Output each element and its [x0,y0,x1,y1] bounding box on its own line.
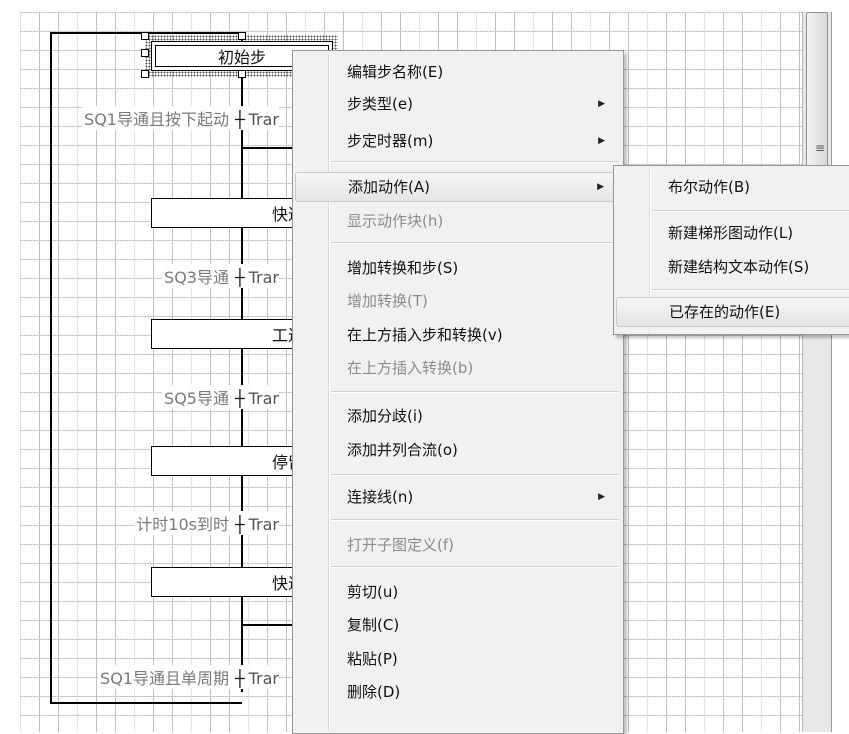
menu-item-paste[interactable]: 粘贴(P) [347,650,398,668]
add-action-submenu: 布尔动作(B) 新建梯形图动作(L) 新建结构文本动作(S) 已存在的动作(E) [613,165,849,335]
menu-item-insert-step-and-transition-above[interactable]: 在上方插入步和转换(v) [347,326,503,344]
menu-separator [331,391,619,393]
submenu-arrow-icon: ▶ [598,492,605,502]
menu-item-cut[interactable]: 剪切(u) [347,583,399,601]
transition-condition: SQ5导通 [164,389,229,408]
grip-lines-icon: ≡ [815,141,826,155]
submenu-arrow-icon: ▶ [597,182,604,192]
menu-separator [652,289,849,291]
menu-separator [331,161,619,163]
menu-item-connection-line[interactable]: 连接线(n)▶ [295,482,621,512]
transition-name: Trar [248,268,279,287]
resize-handle[interactable] [141,70,149,78]
resize-handle[interactable] [238,32,246,40]
branch-wire [241,624,301,626]
sfc-main-wire [241,32,243,692]
menu-item-add-parallel-convergence[interactable]: 添加并列合流(o) [347,441,458,459]
menu-item-step-timer[interactable]: 步定时器(m)▶ [295,126,621,156]
menu-item-insert-transition-above[interactable]: 在上方插入转换(b) [347,359,474,377]
menu-item-edit-step-name[interactable]: 编辑步名称(E) [347,63,444,81]
loop-back-wire-vertical [50,32,52,703]
menu-separator [331,566,619,568]
menu-item-add-transition[interactable]: 增加转换(T) [347,292,428,310]
branch-wire [241,147,301,149]
menu-separator [331,242,619,244]
menu-item-add-divergence[interactable]: 添加分歧(i) [347,407,423,425]
transition-name: Trar [248,389,279,408]
menu-item-step-type[interactable]: 步类型(e)▶ [295,89,621,119]
submenu-item-existing-action[interactable]: 已存在的动作(E) [616,297,849,327]
transition[interactable]: 计时10s到时┼Trar [134,511,279,535]
resize-handle[interactable] [141,49,149,57]
submenu-item-new-ladder-action[interactable]: 新建梯形图动作(L) [668,224,794,242]
transition[interactable]: SQ1导通且按下起动┼Trar [82,106,279,130]
menu-item-copy[interactable]: 复制(C) [347,616,400,634]
transition-condition: 计时10s到时 [136,515,229,534]
menu-separator [652,210,849,212]
menu-item-show-action-block[interactable]: 显示动作块(h) [347,212,444,230]
resize-handle[interactable] [141,32,149,40]
submenu-arrow-icon: ▶ [598,136,605,146]
loop-back-wire-bottom [50,702,242,704]
context-menu: 编辑步名称(E) 步类型(e)▶ 步定时器(m)▶ 添加动作(A)▶ 显示动作块… [292,50,624,734]
transition-condition: SQ1导通且单周期 [100,669,229,688]
transition-name: Trar [248,515,279,534]
transition[interactable]: SQ1导通且单周期┼Trar [98,665,279,689]
transition[interactable]: SQ3导通┼Trar [162,264,279,288]
transition-name: Trar [248,110,279,129]
submenu-item-new-structured-text-action[interactable]: 新建结构文本动作(S) [668,258,810,276]
menu-item-open-subchart-definition[interactable]: 打开子图定义(f) [347,536,454,554]
submenu-item-boolean-action[interactable]: 布尔动作(B) [668,178,750,196]
step-label: 初始步 [217,48,266,67]
vertical-scrollbar[interactable]: ≡ [802,12,832,732]
menu-separator [331,519,619,521]
transition-condition: SQ3导通 [164,268,229,287]
transition-condition: SQ1导通且按下起动 [84,110,229,129]
menu-item-add-transition-and-step[interactable]: 增加转换和步(S) [347,259,459,277]
transition[interactable]: SQ5导通┼Trar [162,385,279,409]
menu-item-add-action[interactable]: 添加动作(A)▶ [295,172,621,202]
submenu-arrow-icon: ▶ [598,99,605,109]
menu-separator [331,474,619,476]
resize-handle[interactable] [238,70,246,78]
menu-item-delete[interactable]: 删除(D) [347,683,401,701]
transition-name: Trar [248,669,279,688]
